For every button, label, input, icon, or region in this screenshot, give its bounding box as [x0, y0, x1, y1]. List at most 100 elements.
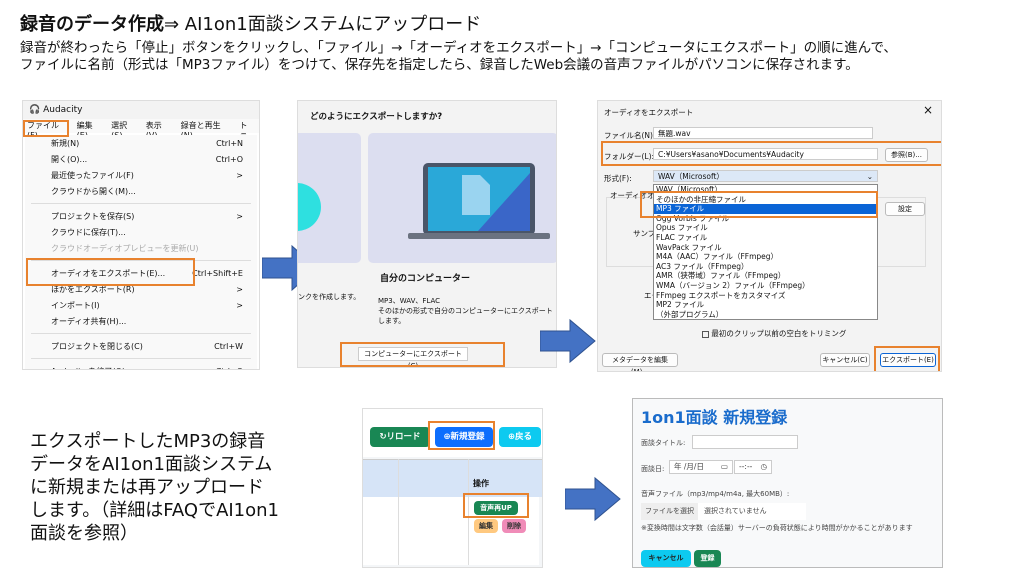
format-option[interactable]: M4A（AAC）ファイル（FFmpeg） — [656, 252, 779, 262]
edit-metadata-button[interactable]: メタデータを編集(M)... — [602, 353, 678, 371]
folder-input[interactable]: C:¥Users¥asano¥Documents¥Audacity — [653, 148, 878, 160]
new-registration-button[interactable]: ⊕新規登録 — [435, 427, 493, 447]
format-option[interactable]: FLAC ファイル — [656, 232, 708, 242]
no-file-text: 選択されていません — [704, 507, 767, 515]
menu-item[interactable]: 新規(N)Ctrl+N — [25, 135, 257, 151]
format-option[interactable]: （外部プログラム） — [656, 309, 724, 319]
menu-item-label: 開く(O)... — [51, 154, 88, 164]
menubar-item[interactable]: 編集(E) — [76, 121, 93, 140]
menu-item[interactable]: クラウドオーディオプレビューを更新(U) — [25, 240, 257, 256]
submit-button[interactable]: 登録 — [694, 550, 721, 567]
format-option[interactable]: そのほかの非圧縮ファイル — [656, 194, 746, 204]
cancel-button[interactable]: キャンセル(C) — [820, 353, 870, 367]
menu-item[interactable]: ほかをエクスポート(R)> — [25, 281, 257, 297]
file-label: 音声ファイル（mp3/mp4/m4a, 最大60MB）: — [641, 490, 790, 498]
trim-label: 最初のクリップ以前の空白をトリミング — [711, 329, 847, 338]
dialog-title: オーディオをエクスポート — [604, 108, 694, 117]
menubar-item[interactable]: トラ — [239, 121, 248, 141]
menu-item-label: 最近使ったファイル(F) — [51, 170, 134, 180]
audacity-file-menu-screenshot: 🎧 Audacity ファイル(F)編集(E)選択(S)表示(V)録音と再生(N… — [22, 100, 260, 370]
menu-item[interactable]: 最近使ったファイル(F) > — [25, 167, 257, 183]
sample-label: サンプ — [633, 229, 656, 238]
format-option[interactable]: MP3 ファイル — [654, 204, 877, 214]
menu-separator — [31, 333, 251, 334]
menu-item-shortcut: Ctrl+W — [214, 341, 243, 351]
title-label: 面談タイトル: — [641, 439, 686, 447]
format-option[interactable]: WMA（バージョン 2）ファイル（FFmpeg） — [656, 280, 810, 290]
menu-item-label: ほかをエクスポート(R) — [51, 284, 135, 294]
title-rest: ⇒ AI1on1面談システムにアップロード — [164, 14, 482, 35]
menu-item-label: インポート(I) — [51, 300, 100, 310]
menubar-item[interactable]: 表示(V) — [145, 121, 162, 140]
arrow-right-icon — [540, 318, 596, 364]
cancel-button[interactable]: キャンセル — [641, 550, 691, 567]
menu-item-shortcut: > — [236, 170, 243, 180]
back-button[interactable]: ⊕戻る — [499, 427, 541, 447]
reupload-button[interactable]: 音声再UP — [474, 501, 518, 515]
format-option[interactable]: AMR（狭帯域）ファイル（FFmpeg） — [656, 271, 786, 281]
menu-item-label: クラウドオーディオプレビューを更新(U) — [51, 243, 199, 253]
card-title: 自分のコンピューター — [380, 274, 471, 284]
export-to-computer-button[interactable]: コンピューターにエクスポート(C) — [358, 347, 468, 367]
audio-options-label: オーディオオプ — [610, 191, 662, 200]
menu-item-shortcut: Ctrl+Shift+E — [192, 268, 243, 278]
description: 録音が終わったら「停止」ボタンをクリックし、「ファイル」→「オーディオをエクスポ… — [20, 40, 897, 73]
title-input[interactable] — [692, 435, 798, 449]
menu-item[interactable]: Audacity を終了(Q)Ctrl+Q — [25, 363, 257, 370]
menu-item-label: クラウドから開く(M)... — [51, 186, 136, 196]
menu-item-shortcut: Ctrl+N — [216, 138, 243, 148]
highlight-export-button — [340, 342, 505, 367]
menu-item-label: Audacity を終了(Q) — [51, 366, 125, 370]
trim-checkbox[interactable]: 最初のクリップ以前の空白をトリミング — [702, 328, 846, 339]
menu-item[interactable]: クラウドに保存(T)... — [25, 224, 257, 240]
menu-item-label: クラウドに保存(T)... — [51, 227, 126, 237]
format-option[interactable]: WAV（Microsoft） — [656, 185, 722, 194]
format-option[interactable]: Ogg Vorbis ファイル — [656, 213, 730, 223]
delete-button[interactable]: 削除 — [502, 519, 526, 533]
time-input[interactable]: --:--◷ — [734, 460, 772, 474]
format-option[interactable]: AC3 ファイル（FFmpeg） — [656, 261, 749, 271]
file-input[interactable]: ファイルを選択選択されていません — [641, 503, 806, 520]
page-title: 録音のデータ作成⇒ AI1on1面談システムにアップロード — [20, 10, 481, 36]
format-select[interactable]: WAV（Microsoft）⌄ — [653, 170, 878, 182]
format-option[interactable]: WavPack ファイル — [656, 242, 722, 252]
close-icon[interactable]: × — [923, 103, 934, 117]
choose-file-button[interactable]: ファイルを選択 — [641, 503, 698, 520]
menu-item[interactable]: クラウドから開く(M)... — [25, 183, 257, 199]
calendar-icon: ▭ — [720, 462, 728, 471]
menu-item[interactable]: プロジェクトを閉じる(C) Ctrl+W — [25, 338, 257, 354]
highlight-file-menu — [23, 120, 69, 137]
browse-button[interactable]: 参照(B)... — [885, 148, 928, 162]
upload-instruction: エクスポートしたMP3の録音データをAI1on1面談システムに新規または再アップ… — [30, 431, 280, 544]
folder-label: フォルダー(L): — [604, 152, 655, 161]
settings-button[interactable]: 設定 — [885, 202, 925, 216]
menu-item[interactable]: プロジェクトを保存(S)> — [25, 208, 257, 224]
date-label: 面談日: — [641, 465, 665, 473]
filename-input[interactable]: 無題.wav — [653, 127, 873, 139]
clock-icon: ◷ — [760, 462, 767, 471]
menu-item[interactable]: インポート(I) > — [25, 297, 257, 313]
menu-item-label: プロジェクトを閉じる(C) — [51, 341, 143, 351]
date-input[interactable]: 年 /月/日▭ — [669, 460, 733, 474]
highlight-export — [874, 346, 940, 371]
edit-button[interactable]: 編集 — [474, 519, 498, 533]
menu-item-shortcut: > — [236, 300, 243, 310]
form-title: 1on1面談 新規登録 — [641, 408, 788, 427]
card-desc-text: そのほかの形式で自分のコンピューターにエクスポートします。 — [378, 307, 553, 325]
menubar-item[interactable]: 録音と再生(N) — [180, 121, 221, 140]
format-option[interactable]: FFmpeg エクスポートをカスタマイズ — [656, 290, 786, 300]
format-option[interactable]: MP2 ファイル — [656, 300, 705, 310]
format-option[interactable]: Opus ファイル — [656, 223, 708, 233]
export-button[interactable]: エクスポート(E) — [880, 353, 936, 367]
conversion-note: ※変換時間は文字数（会話量）サーバーの負荷状態により時間がかかることがあります — [641, 524, 913, 532]
reload-button[interactable]: ↻リロード — [370, 427, 430, 447]
title-bar: 🎧 Audacity — [23, 101, 259, 119]
menu-item[interactable]: 開く(O)...Ctrl+O — [25, 151, 257, 167]
menu-item[interactable]: オーディオをエクスポート(E)...Ctrl+Shift+E — [25, 265, 257, 281]
menubar-item[interactable]: 選択(S) — [111, 121, 128, 140]
computer-card[interactable] — [368, 133, 556, 263]
laptop-icon — [408, 163, 550, 239]
menu-item[interactable]: オーディオ共有(H)... — [25, 313, 257, 329]
